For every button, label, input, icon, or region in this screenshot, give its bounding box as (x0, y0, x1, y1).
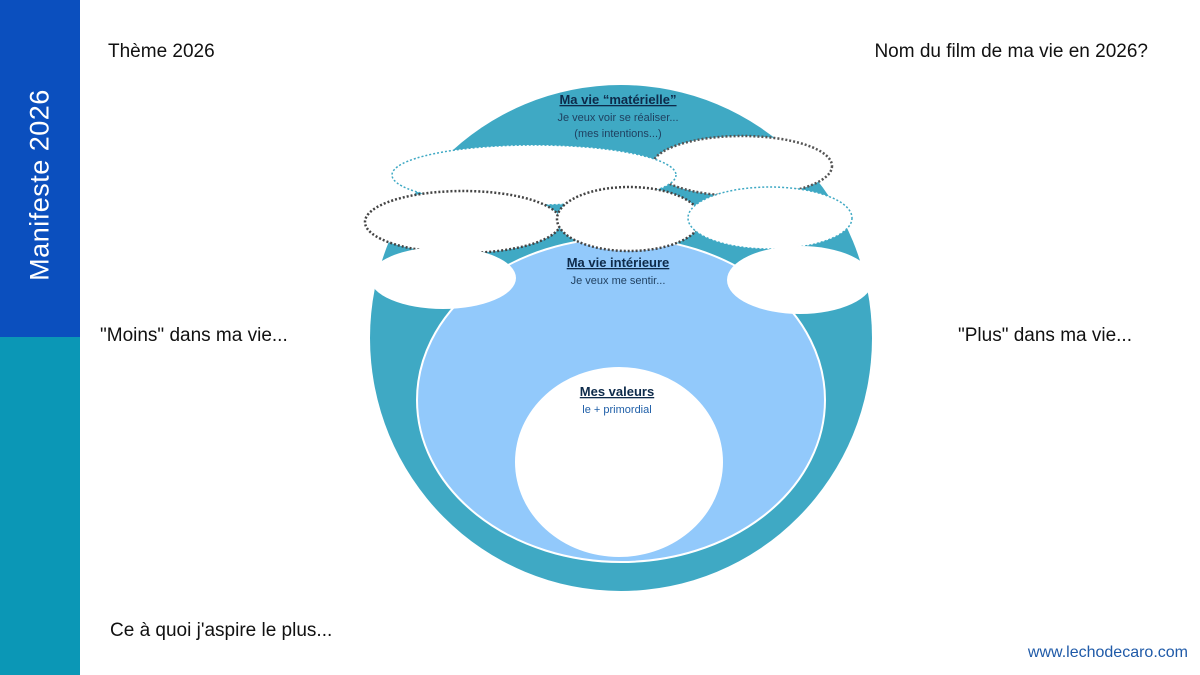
cloud-bubble[interactable] (727, 246, 873, 314)
interieure-title: Ma vie intérieure (567, 255, 670, 270)
theme-label: Thème 2026 (108, 41, 215, 62)
sidebar-bottom-band (0, 337, 80, 675)
interieure-line1: Je veux me sentir... (571, 275, 666, 287)
moins-label: "Moins" dans ma vie... (100, 325, 288, 346)
sidebar: Manifeste 2026 (0, 0, 80, 675)
aspire-label: Ce à quoi j'aspire le plus... (110, 620, 333, 641)
valeurs-title: Mes valeurs (580, 384, 654, 399)
inner-circle (515, 367, 723, 557)
cloud-bubble[interactable] (687, 186, 853, 250)
sidebar-top-band (0, 0, 80, 337)
cloud-bubble[interactable] (650, 134, 834, 198)
valeurs-line1: le + primordial (582, 404, 651, 416)
materielle-title: Ma vie “matérielle” (559, 92, 676, 107)
website-link[interactable]: www.lechodecaro.com (1027, 644, 1188, 661)
plus-label: "Plus" dans ma vie... (957, 325, 1132, 346)
cloud-bubble[interactable] (555, 185, 703, 253)
film-label: Nom du film de ma vie en 2026? (874, 41, 1148, 62)
materielle-line1: Je veux voir se réaliser... (557, 112, 678, 124)
cloud-bubble[interactable] (370, 247, 516, 309)
materielle-line2: (mes intentions...) (574, 128, 661, 140)
cloud-bubble[interactable] (363, 189, 563, 255)
